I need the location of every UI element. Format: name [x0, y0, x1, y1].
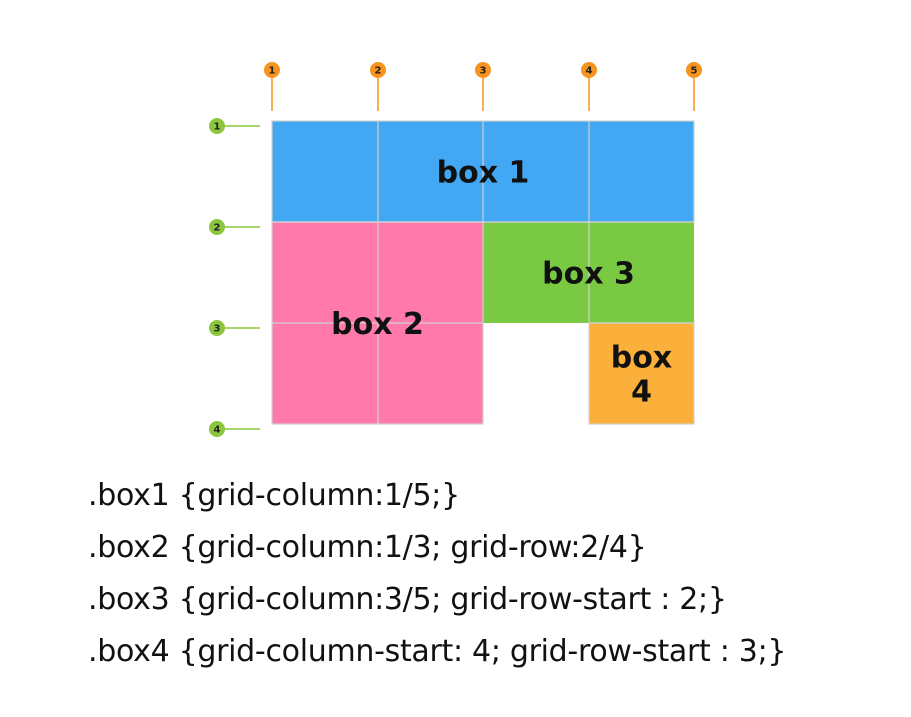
row-line-number: 2	[214, 223, 221, 234]
column-line-number: 2	[375, 66, 382, 77]
box2-label: box 2	[331, 307, 424, 342]
box3-label: box 3	[542, 257, 635, 292]
box4-outline	[588, 322, 695, 425]
row-line-marker-4: 4	[209, 421, 260, 437]
row-line-circle	[209, 320, 225, 336]
column-line-number: 3	[480, 66, 487, 77]
box2-outline	[271, 221, 484, 425]
row-line-circle	[209, 219, 225, 235]
column-line-marker-3: 3	[475, 62, 491, 111]
row-line-marker-3: 3	[209, 320, 260, 336]
row-line-number: 3	[214, 324, 221, 335]
row-line-marker-2: 2	[209, 219, 260, 235]
column-line-number: 4	[586, 66, 593, 77]
box1-label: box 1	[437, 156, 530, 191]
column-line-marker-1: 1	[264, 62, 280, 111]
grid-lines	[271, 120, 695, 425]
row-line-circle	[209, 118, 225, 134]
column-line-circle	[686, 62, 702, 78]
code-line-box3: .box3 {grid-column:3/5; grid-row-start :…	[88, 582, 727, 617]
row-line-circle	[209, 421, 225, 437]
column-line-marker-2: 2	[370, 62, 386, 111]
row-line-number: 4	[214, 425, 221, 436]
column-line-marker-4: 4	[581, 62, 597, 111]
column-line-circle	[370, 62, 386, 78]
code-line-box2: .box2 {grid-column:1/3; grid-row:2/4}	[88, 530, 647, 565]
column-line-number: 1	[269, 66, 276, 77]
box4-area	[589, 323, 694, 424]
row-line-marker-1: 1	[209, 118, 260, 134]
code-line-box1: .box1 {grid-column:1/5;}	[88, 478, 460, 513]
column-line-marker-5: 5	[686, 62, 702, 111]
css-code-block: .box1 {grid-column:1/5;} .box2 {grid-col…	[88, 470, 888, 678]
column-line-circle	[581, 62, 597, 78]
code-line-box4: .box4 {grid-column-start: 4; grid-row-st…	[88, 634, 787, 669]
column-line-circle	[264, 62, 280, 78]
column-line-markers: 1 2 3 4 5	[264, 62, 702, 111]
column-line-circle	[475, 62, 491, 78]
row-line-markers: 1 2 3 4	[209, 118, 260, 437]
column-line-number: 5	[691, 66, 698, 77]
row-line-number: 1	[214, 122, 221, 133]
